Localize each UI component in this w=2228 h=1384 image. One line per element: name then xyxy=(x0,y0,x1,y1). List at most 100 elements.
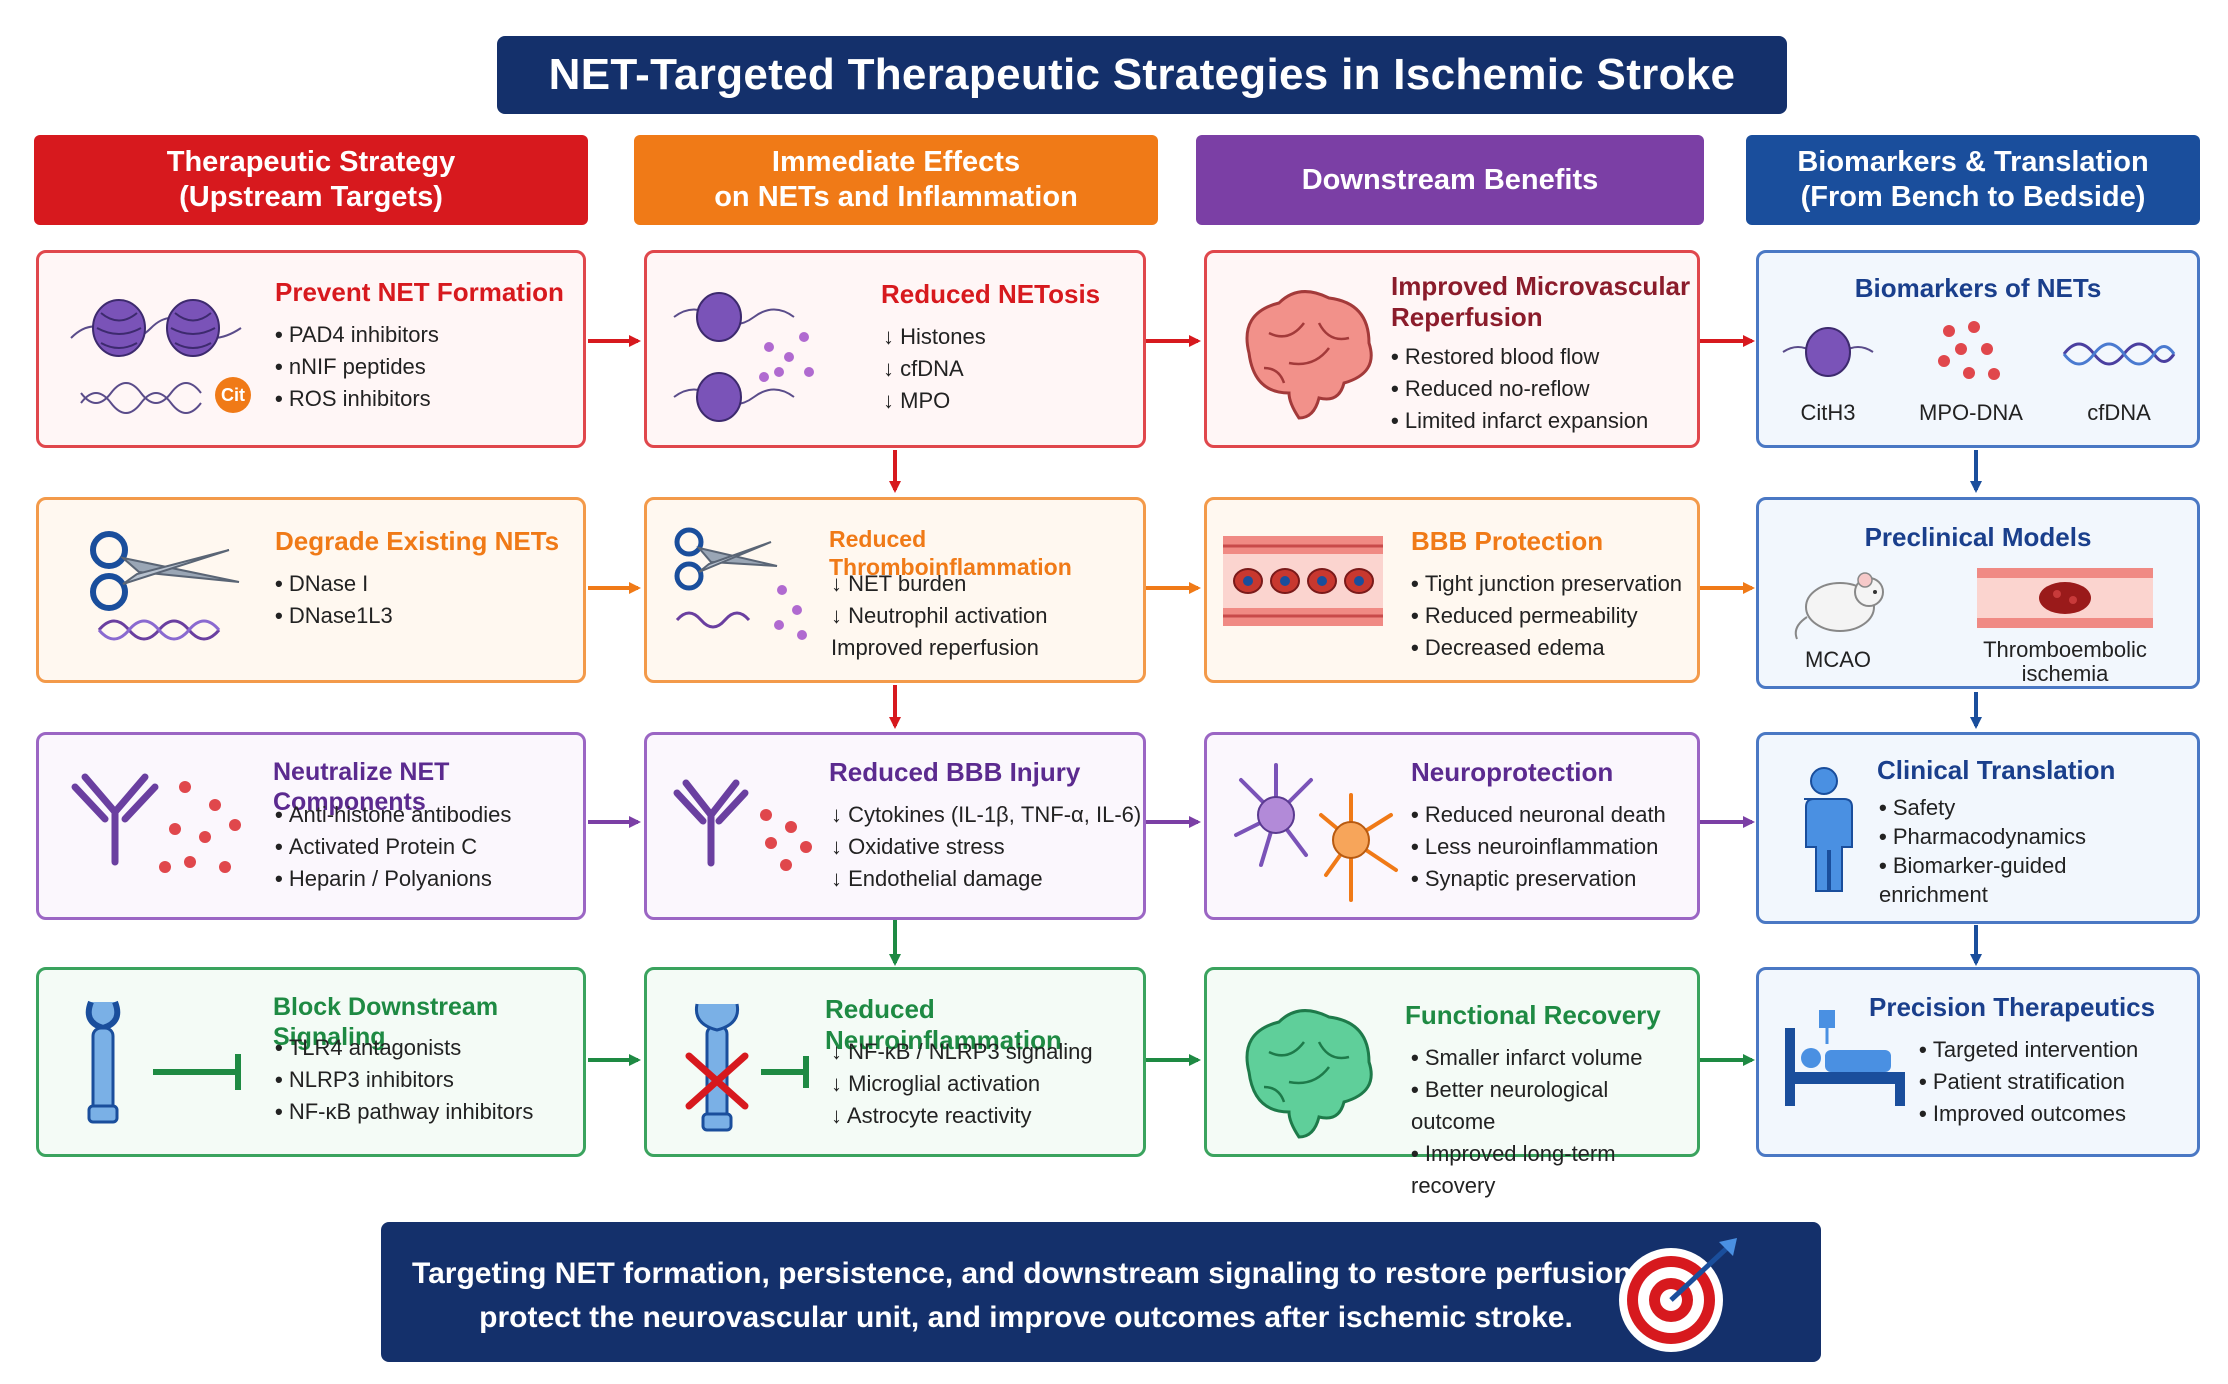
column-header-strategy: Therapeutic Strategy (Upstream Targets) xyxy=(34,135,588,225)
item-list: Tight junction preservation Reduced perm… xyxy=(1411,568,1682,664)
list-item: TLR4 antagonists xyxy=(275,1032,533,1064)
card-block-downstream-signaling: Block Downstream Signaling TLR4 antagoni… xyxy=(36,967,586,1157)
list-item: Safety xyxy=(1879,793,2086,822)
list-item: Biomarker-guided enrichment xyxy=(1879,851,2086,909)
card-reduced-bbb-injury: Reduced BBB Injury ↓ Cytokines (IL-1β, T… xyxy=(644,732,1146,920)
thrombus-vessel-icon xyxy=(1977,568,2153,628)
list-item: Tight junction preservation xyxy=(1411,568,1682,600)
receptor-inhibition-icon xyxy=(85,1000,241,1124)
list-item: ↓ Endothelial damage xyxy=(831,866,1043,891)
card-neutralize-net-components: Neutralize NET Components Anti-histone a… xyxy=(36,732,586,920)
list-item: Improved long-term recovery xyxy=(1411,1138,1697,1202)
card-reduced-thromboinflammation: Reduced Thromboinflammation ↓ NET burden… xyxy=(644,497,1146,683)
neurons-icon xyxy=(1234,763,1398,902)
card-title: Reduced BBB Injury xyxy=(829,757,1081,787)
list-item: Activated Protein C xyxy=(275,831,511,863)
blocked-receptor-icon xyxy=(685,1003,809,1132)
card-title: Preclinical Models xyxy=(1864,522,2092,552)
card-reduced-netosis: Reduced NETosis ↓ Histones ↓ cfDNA ↓ MPO xyxy=(644,250,1146,448)
card-title: Degrade Existing NETs xyxy=(275,526,560,556)
item-list: Reduced neuronal death Less neuroinflamm… xyxy=(1411,799,1666,895)
card-title: Reduced Neuroinflammation xyxy=(825,994,1062,1056)
list-item: Improved reperfusion xyxy=(831,635,1039,660)
list-item: Patient stratification xyxy=(1919,1066,2138,1098)
card-precision-therapeutics: Precision Therapeutics Targeted interven… xyxy=(1756,967,2200,1157)
list-item: DNase I xyxy=(275,568,393,600)
column-header-benefits: Downstream Benefits xyxy=(1196,135,1704,225)
card-prevent-net-formation: Cit Prevent NET Formation PAD4 inhibitor… xyxy=(36,250,586,448)
list-item: PAD4 inhibitors xyxy=(275,319,439,351)
card-title: Reduced NETosis xyxy=(881,279,1101,309)
card-title: Biomarkers of NETs xyxy=(1854,273,2102,303)
antibody-icon xyxy=(71,773,241,873)
list-item: Improved outcomes xyxy=(1919,1098,2138,1130)
biomarker-label: MPO-DNA xyxy=(1919,400,2023,425)
list-item: Synaptic preservation xyxy=(1411,863,1666,895)
card-title: Prevent NET Formation xyxy=(275,277,564,307)
list-item: ↓ Histones xyxy=(883,324,986,349)
item-list: ↓ Cytokines (IL-1β, TNF-α, IL-6) ↓ Oxida… xyxy=(831,799,1141,895)
list-item: ↓ NET burden xyxy=(831,571,967,596)
scissors-dna-icon xyxy=(674,527,807,640)
card-title: Reduced Thromboinflammation xyxy=(829,526,1072,580)
item-list: TLR4 antagonists NLRP3 inhibitors NF-κB … xyxy=(275,1032,534,1128)
item-list: ↓ NET burden ↓ Neutrophil activation Imp… xyxy=(831,568,1047,664)
list-item: ↓ Astrocyte reactivity xyxy=(831,1103,1032,1128)
cfdna-icon xyxy=(2062,342,2176,366)
diagram-title-bar: NET-Targeted Therapeutic Strategies in I… xyxy=(497,36,1787,114)
item-list: ↓ NF-κB / NLRP3 signaling ↓ Microglial a… xyxy=(831,1036,1093,1132)
mpo-dna-icon xyxy=(1938,321,2000,380)
list-item: NLRP3 inhibitors xyxy=(275,1064,533,1096)
antibody-particles-icon xyxy=(673,779,812,871)
card-degrade-existing-nets: Degrade Existing NETs DNase I DNase1L3 xyxy=(36,497,586,683)
biomarker-label: cfDNA xyxy=(2087,400,2151,425)
item-list: ↓ Histones ↓ cfDNA ↓ MPO xyxy=(883,321,986,417)
list-item: Heparin / Polyanions xyxy=(275,863,511,895)
person-icon xyxy=(1804,767,1853,892)
target-icon xyxy=(1619,1238,1737,1352)
diagram-title: NET-Targeted Therapeutic Strategies in I… xyxy=(548,50,1736,99)
list-item: ↓ cfDNA xyxy=(883,356,964,381)
summary-banner: Targeting NET formation, persistence, an… xyxy=(381,1222,1821,1362)
list-item: Reduced permeability xyxy=(1411,600,1682,632)
item-list: Smaller infarct volume Better neurologic… xyxy=(1411,1042,1697,1202)
list-item: Anti-histone antibodies xyxy=(275,799,512,831)
card-neuroprotection: Neuroprotection Reduced neuronal death L… xyxy=(1204,732,1700,920)
neutrophil-icon xyxy=(70,299,251,414)
card-functional-recovery: Functional Recovery Smaller infarct volu… xyxy=(1204,967,1700,1198)
list-item: NF-κB pathway inhibitors xyxy=(275,1096,534,1128)
list-item: ↓ MPO xyxy=(883,388,951,413)
list-item: ↓ Neutrophil activation xyxy=(831,603,1048,628)
column-header-translation: Biomarkers & Translation (From Bench to … xyxy=(1746,135,2200,225)
item-list: Targeted intervention Patient stratifica… xyxy=(1919,1034,2138,1130)
list-item: Limited infarct expansion xyxy=(1391,405,1648,437)
model-label: Thromboembolic ischemia xyxy=(1983,637,2147,686)
item-list: PAD4 inhibitors nNIF peptides ROS inhibi… xyxy=(275,319,439,415)
cit-badge: Cit xyxy=(221,385,245,405)
list-item: Reduced neuronal death xyxy=(1411,799,1666,831)
blood-vessel-icon xyxy=(1223,536,1383,626)
item-list: Restored blood flow Reduced no-reflow Li… xyxy=(1391,341,1648,437)
brain-icon xyxy=(1245,290,1373,420)
list-item: Reduced no-reflow xyxy=(1391,373,1648,405)
item-list: Anti-histone antibodies Activated Protei… xyxy=(275,799,512,895)
healthy-brain-icon xyxy=(1245,1009,1373,1139)
card-title: Neuroprotection xyxy=(1411,757,1614,787)
list-item: ↓ Cytokines (IL-1β, TNF-α, IL-6) xyxy=(831,802,1142,827)
card-bbb-protection: BBB Protection Tight junction preservati… xyxy=(1204,497,1700,683)
card-clinical-translation: Clinical Translation Safety Pharmacodyna… xyxy=(1756,732,2200,924)
item-list: DNase I DNase1L3 xyxy=(275,568,393,632)
list-item: Decreased edema xyxy=(1411,632,1682,664)
mouse-icon xyxy=(1794,572,1884,640)
list-item: Less neuroinflammation xyxy=(1411,831,1666,863)
list-item: DNase1L3 xyxy=(275,600,393,632)
list-item: Targeted intervention xyxy=(1919,1034,2138,1066)
netosis-icon xyxy=(673,292,814,422)
model-label: MCAO xyxy=(1805,647,1871,672)
item-list: Safety Pharmacodynamics Biomarker-guided… xyxy=(1879,793,2086,909)
card-preclinical-models: Preclinical Models MCAO Thromboembolic i… xyxy=(1756,497,2200,689)
card-improved-reperfusion: Improved Microvascular Reperfusion Resto… xyxy=(1204,250,1700,448)
list-item: Restored blood flow xyxy=(1391,341,1648,373)
list-item: Better neurological outcome xyxy=(1411,1074,1697,1138)
card-title: Functional Recovery xyxy=(1405,1000,1661,1030)
